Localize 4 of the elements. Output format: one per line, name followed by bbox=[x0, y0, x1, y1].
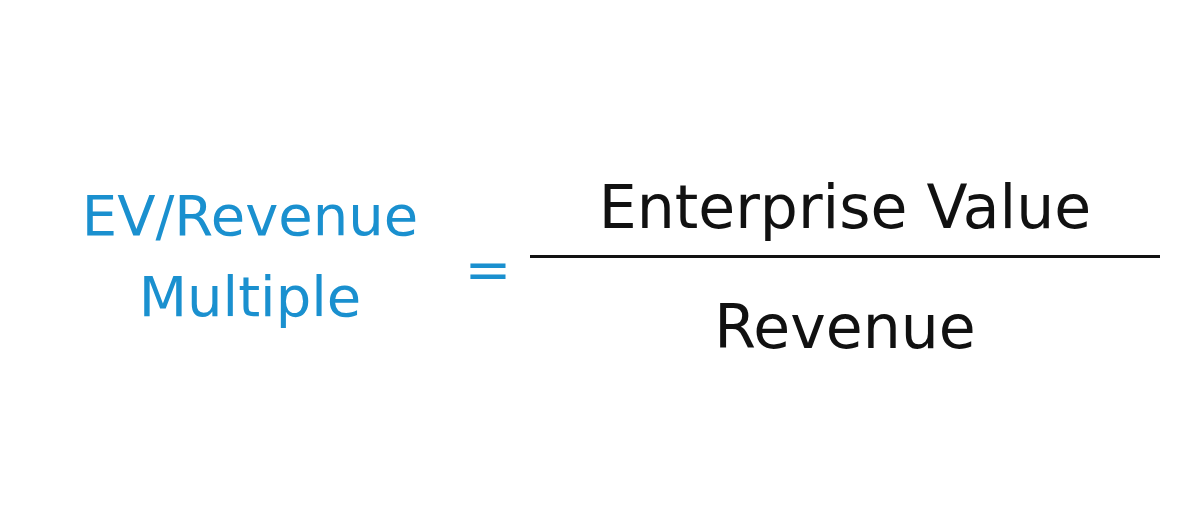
numerator-text: Enterprise Value bbox=[597, 171, 1093, 244]
equals-sign: = bbox=[463, 236, 513, 304]
denominator-text: Revenue bbox=[713, 291, 977, 364]
formula-term: EV/Revenue Multiple bbox=[80, 182, 420, 332]
